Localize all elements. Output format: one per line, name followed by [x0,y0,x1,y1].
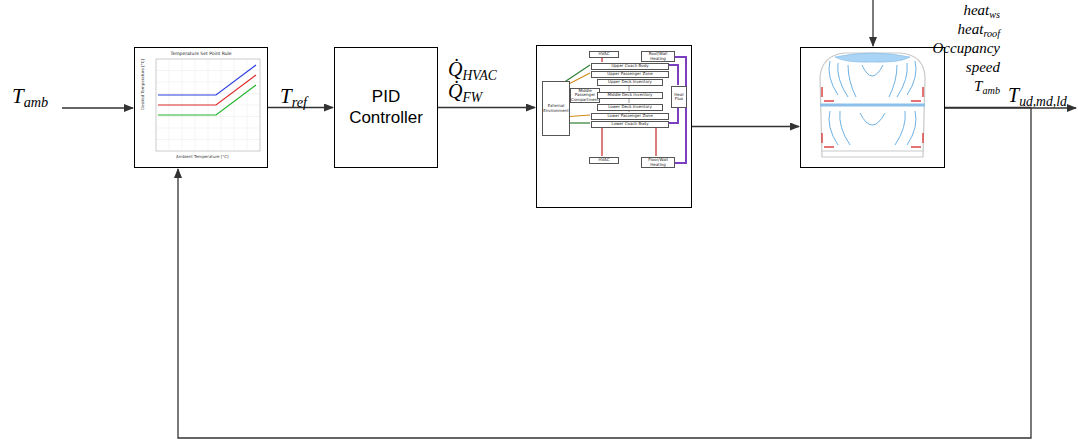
signal-name: Tamb [12,84,48,109]
thermal-model-box: External EnvironmentHVACRoof/Wall Heatin… [536,45,692,208]
axis-label: Desired Temperature [°C] [140,59,145,110]
thermal-node-box: External Environment [542,81,570,136]
signal-connector [438,107,535,108]
thermal-node-box: Roof/Wall Heating [641,51,675,62]
signal-name: Occupancy [933,40,1000,57]
setpoint-chart [134,47,268,168]
thermal-node-box: Middle Passenger Compartment [570,88,600,103]
thermal-node-box: Floor/Wall Heating [641,157,675,168]
node-label: Floor/Wall Heating [643,158,674,166]
signal-name: Tamb [974,78,1000,95]
bus-cross-section [800,47,945,168]
node-label: Middle Passenger Compartment [571,89,599,102]
axis-label: Ambient Temperature [°C] [176,154,229,159]
signal-name: Q̇FW [448,80,482,103]
node-label: Heat Flux [673,93,686,101]
node-label: Upper Deck Inventory [608,80,652,84]
node-label: External Environment [543,104,569,112]
thermal-node-box: Upper Passenger Zone [591,71,669,78]
signal-name: Tud,md,ld [1008,84,1067,107]
chart-title: Temperature Set Point Rule [170,51,231,56]
disturbance-arrow [872,0,873,46]
thermal-node-box: HVAC [589,51,619,58]
thermal-node-box: Heat Flux [671,86,687,108]
thermal-node-box: Lower Deck Inventory [597,104,663,111]
node-label: Lower Deck Inventory [608,105,652,109]
signal-name: Q̇HVAC [448,58,497,81]
node-label: Middle Deck Inventory [608,93,653,97]
node-label: Upper Passenger Zone [607,72,652,76]
signal-name: speed [966,59,1000,76]
signal-name: heatws [963,2,1000,19]
signal-connector [692,126,799,127]
thermal-node-box: HVAC [589,157,619,164]
node-label: Roof/Wall Heating [643,52,674,60]
node-label: Upper Coach Body [611,64,648,68]
node-label: HVAC [599,158,610,162]
thermal-node-box: Lower Passenger Zone [591,113,669,120]
node-label: PID Controller [339,87,433,128]
thermal-node-box: Upper Coach Body [591,63,669,70]
signal-name: heatroof [958,21,1000,38]
thermal-node-box: Upper Deck Inventory [597,79,663,86]
node-label: Lower Passenger Zone [607,114,652,118]
signal-name: Tref [280,84,307,109]
node-label: HVAC [599,52,610,56]
thermal-node-box: Middle Deck Inventory [597,92,663,99]
node-label: Lower Coach Body [611,122,648,126]
cabin-model-box [800,47,945,168]
thermal-node-box: Lower Coach Body [591,121,669,128]
input-arrow [62,107,133,108]
controller-box: PID Controller [334,47,438,168]
setpoint-box: Temperature Set Point Rule [134,47,268,168]
